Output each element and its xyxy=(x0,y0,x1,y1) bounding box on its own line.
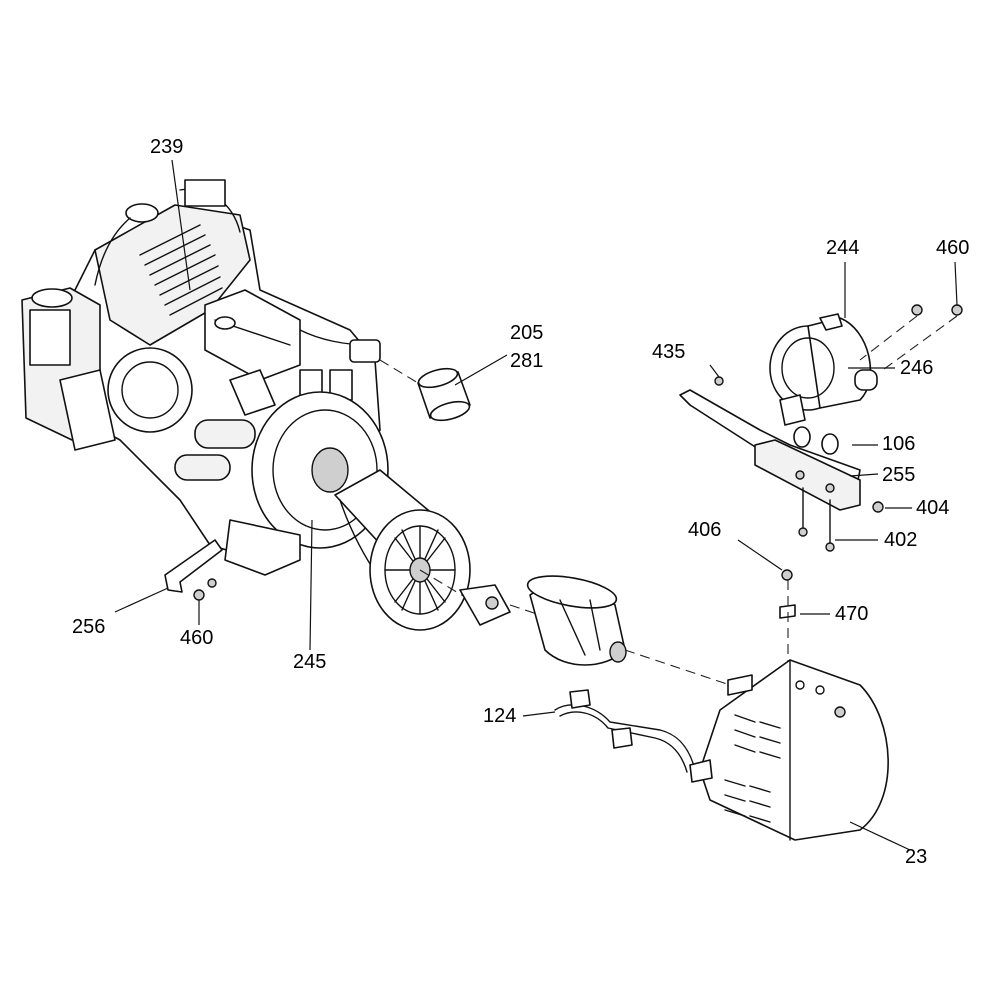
mounting-bracket-icon xyxy=(679,389,861,511)
callout-281: 281 xyxy=(510,350,544,372)
callout-255: 255 xyxy=(882,464,916,486)
callout-470: 470 xyxy=(835,603,869,625)
callout-23: 23 xyxy=(905,846,928,868)
callout-246: 246 xyxy=(900,357,934,379)
clutch-pulley-icon xyxy=(334,469,471,631)
coupler-sleeve-icon xyxy=(417,367,471,422)
leader-lines xyxy=(114,159,958,851)
hub-icon xyxy=(459,584,511,626)
drive-cup-icon xyxy=(526,575,627,666)
callout-124: 124 xyxy=(483,705,517,727)
mount-plate-icon xyxy=(164,539,223,601)
callout-406: 406 xyxy=(688,519,722,541)
callout-460-upper: 460 xyxy=(936,237,970,259)
callout-460-lower: 460 xyxy=(180,627,214,649)
air-cleaner-icon xyxy=(769,313,878,426)
callout-106: 106 xyxy=(882,433,916,455)
callout-404: 404 xyxy=(916,497,950,519)
callout-205: 205 xyxy=(510,322,544,344)
callout-402: 402 xyxy=(884,529,918,551)
callout-435: 435 xyxy=(652,341,686,363)
callout-245: 245 xyxy=(293,651,327,673)
callout-244: 244 xyxy=(826,237,860,259)
engine-icon xyxy=(21,179,389,576)
callout-239: 239 xyxy=(150,136,184,158)
callout-256: 256 xyxy=(72,616,106,638)
belt-guard-icon xyxy=(699,659,889,841)
support-bar-icon xyxy=(554,689,713,783)
